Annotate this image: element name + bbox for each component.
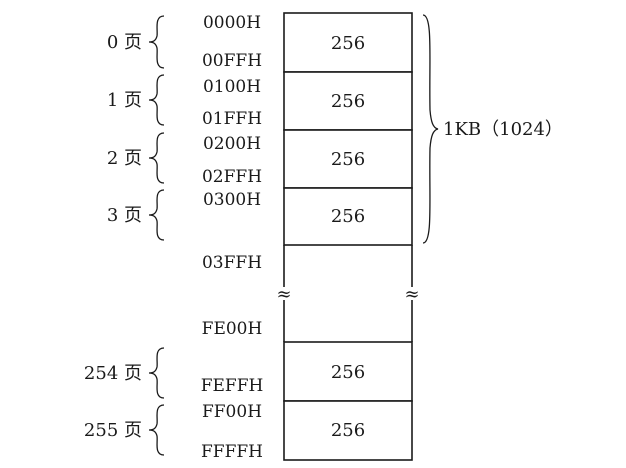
gap-start-address: 03FFH bbox=[202, 253, 262, 273]
page-3-brace bbox=[148, 189, 165, 241]
page-1-brace bbox=[148, 74, 165, 126]
page-0-brace bbox=[148, 15, 165, 69]
page-255-size: 256 bbox=[331, 420, 365, 441]
page-0-size: 256 bbox=[331, 33, 365, 54]
page-1-cell bbox=[283, 71, 413, 131]
page-2-size: 256 bbox=[331, 149, 365, 170]
page-2-start-address: 0200H bbox=[203, 134, 261, 154]
page-254-cell bbox=[283, 341, 413, 402]
page-3-label: 3 页 bbox=[107, 205, 142, 226]
page-0-start-address: 0000H bbox=[203, 13, 261, 33]
page-255-start-address: FF00H bbox=[202, 402, 262, 422]
page-255-cell bbox=[283, 400, 413, 461]
page-1-end-address: 01FFH bbox=[202, 109, 262, 129]
page-255-brace bbox=[148, 404, 165, 456]
page-2-cell bbox=[283, 129, 413, 189]
page-3-cell bbox=[283, 187, 413, 246]
total-brace bbox=[422, 14, 439, 244]
page-3-start-address: 0300H bbox=[203, 190, 261, 210]
page-2-brace bbox=[148, 132, 165, 184]
page-2-label: 2 页 bbox=[107, 148, 142, 169]
page-254-brace bbox=[148, 347, 165, 399]
memory-block bbox=[283, 12, 413, 461]
break-symbol-left: ≈ bbox=[276, 284, 291, 305]
page-1-label: 1 页 bbox=[107, 90, 142, 111]
page-255-label: 255 页 bbox=[84, 420, 142, 441]
total-size-label: 1KB（1024） bbox=[443, 119, 563, 140]
page-254-end-address: FEFFH bbox=[201, 376, 264, 396]
page-2-end-address: 02FFH bbox=[202, 167, 262, 187]
page-3-size: 256 bbox=[331, 206, 365, 227]
page-254-size: 256 bbox=[331, 362, 365, 383]
page-255-end-address: FFFFH bbox=[201, 442, 263, 462]
page-254-label: 254 页 bbox=[84, 363, 142, 384]
page-1-start-address: 0100H bbox=[203, 77, 261, 97]
gap-end-address: FE00H bbox=[202, 319, 263, 339]
page-0-end-address: 00FFH bbox=[202, 51, 262, 71]
break-symbol-right: ≈ bbox=[404, 284, 419, 305]
page-0-label: 0 页 bbox=[107, 32, 142, 53]
page-1-size: 256 bbox=[331, 91, 365, 112]
page-0-cell bbox=[283, 12, 413, 73]
